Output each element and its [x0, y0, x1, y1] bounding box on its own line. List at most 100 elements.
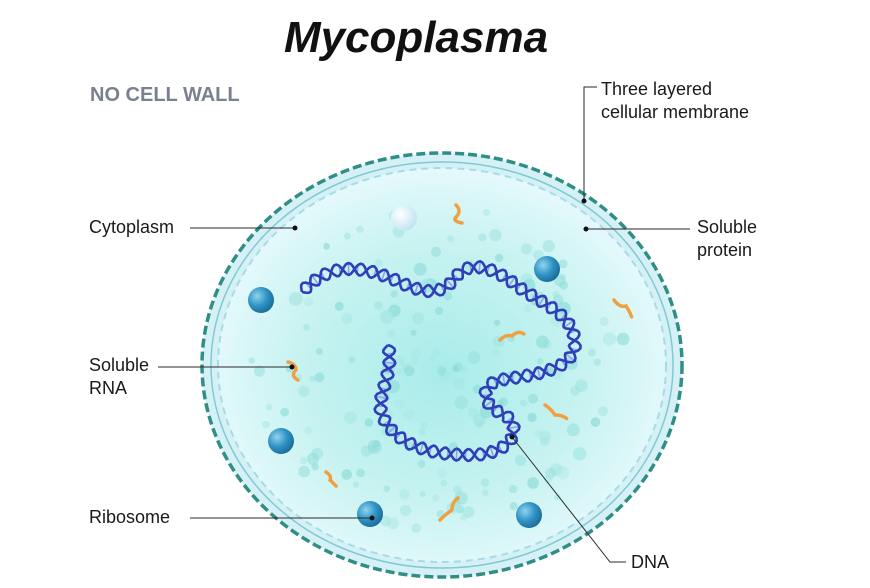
cytoplasm-particle — [467, 351, 481, 364]
cytoplasm-particle — [616, 332, 630, 346]
cytoplasm-particle — [473, 414, 486, 427]
cytoplasm-particle — [483, 208, 490, 216]
cytoplasm-particle — [455, 505, 464, 514]
cytoplasm-particle — [394, 355, 405, 366]
label-dna: DNA — [631, 552, 669, 572]
cytoplasm-particle — [403, 365, 415, 377]
cytoplasm-particle — [304, 426, 313, 435]
cytoplasm-particle — [549, 463, 563, 476]
cytoplasm-particle — [314, 372, 325, 383]
cytoplasm-particle — [394, 367, 403, 376]
label-membrane-line1: Three layered — [601, 79, 712, 99]
cytoplasm-particle — [383, 485, 391, 493]
cytoplasm-particle — [334, 301, 344, 311]
dna-base-pair — [478, 261, 482, 274]
cytoplasm-particle — [412, 312, 424, 325]
cytoplasm-particle — [552, 290, 560, 298]
cytoplasm-particle — [390, 290, 398, 298]
cytoplasm-particle — [410, 329, 417, 336]
cytoplasm-particle — [524, 304, 532, 313]
cytoplasm-particle — [356, 225, 364, 233]
cytoplasm-particle — [452, 377, 465, 391]
cytoplasm-particle — [527, 412, 537, 423]
cytoplasm-particle — [452, 365, 459, 372]
cytoplasm-particle — [360, 445, 372, 457]
rna-fragments — [286, 203, 634, 522]
cytoplasm-particle — [497, 400, 504, 407]
leader-line-dna — [511, 436, 626, 563]
cytoplasm-particle — [590, 417, 601, 427]
cytoplasm-particle — [432, 494, 440, 502]
cytoplasm-particle — [599, 316, 609, 326]
cytoplasm-particle — [367, 440, 382, 454]
cytoplasm-particle — [380, 515, 391, 527]
cytoplasm-particle — [588, 348, 596, 357]
cytoplasm-particle — [434, 306, 444, 315]
cytoplasm-particle — [478, 233, 487, 242]
label-ribosome: Ribosome — [89, 507, 170, 527]
rna-fragment — [498, 330, 526, 342]
ribosome-particle — [268, 428, 294, 454]
cytoplasm-particle — [430, 246, 442, 257]
cytoplasm-particle — [387, 517, 400, 530]
dna-base-pair — [386, 425, 397, 435]
cytoplasm-particle — [528, 393, 539, 404]
cytoplasm-particle — [419, 491, 426, 498]
cytoplasm-particle — [403, 408, 415, 421]
dna-strand-b — [299, 259, 581, 462]
cytoplasm-particle — [306, 452, 320, 465]
cytoplasm-particle — [447, 235, 455, 243]
cytoplasm-particle — [437, 366, 447, 376]
dna-base-pair — [564, 352, 576, 362]
cytoplasm-particle — [299, 456, 308, 465]
cytoplasm-particle — [481, 489, 489, 497]
cytoplasm-particle — [352, 481, 360, 488]
dna-base-pair — [507, 276, 516, 288]
label-rna-line1: Soluble — [89, 355, 149, 375]
cytoplasm-particle — [572, 447, 587, 461]
ribosome-particle — [248, 287, 274, 313]
cytoplasm-particle — [461, 366, 468, 373]
cytoplasm-particle — [364, 418, 374, 427]
label-rna-line2: RNA — [89, 378, 127, 398]
dna-base-pair — [507, 425, 520, 430]
cytoplasm-particle — [494, 253, 504, 263]
cytoplasm-particle — [538, 430, 551, 443]
cytoplasm-particle — [537, 358, 544, 365]
cytoplasm-particle — [432, 347, 441, 356]
cytoplasm-particle — [315, 347, 323, 355]
cytoplasm-particle — [303, 323, 310, 331]
cytoplasm-particle — [440, 479, 448, 487]
cytoplasm-particle — [602, 332, 617, 346]
cytoplasm-particle — [380, 310, 394, 324]
cytoplasm-particle — [527, 477, 539, 489]
cytoplasm-particle — [597, 406, 608, 417]
cytoplasm-particle — [387, 329, 396, 338]
cytoplasm-particle — [491, 348, 501, 358]
cytoplasm-particle — [489, 229, 502, 242]
cytoplasm-particle — [253, 365, 266, 377]
dna-base-pair — [455, 448, 458, 461]
cytoplasm-particle — [559, 281, 568, 290]
ribosome-particle — [534, 256, 560, 282]
label-protein-line1: Soluble — [697, 217, 757, 237]
cytoplasm-particle — [558, 259, 568, 269]
cytoplasm-particle — [262, 420, 270, 429]
cytoplasm-particle — [348, 356, 356, 364]
label-membrane-line2: cellular membrane — [601, 102, 749, 122]
dna-base-pair — [375, 395, 388, 400]
leader-line-membrane — [583, 86, 597, 200]
cytoplasm-particle — [570, 386, 580, 396]
rna-fragment — [453, 203, 464, 225]
dna-base-pair — [418, 442, 425, 455]
cytoplasm-particle — [373, 300, 383, 310]
cytoplasm-particle — [520, 243, 533, 255]
rna-fragment — [286, 360, 300, 382]
cytoplasm-particle — [265, 403, 273, 411]
dna-base-pair — [537, 295, 546, 307]
cytoplasm-particle — [399, 488, 410, 500]
cytoplasm-particle — [436, 468, 447, 479]
cytoplasm-particle — [542, 239, 555, 253]
cytoplasm-particle — [554, 274, 566, 287]
